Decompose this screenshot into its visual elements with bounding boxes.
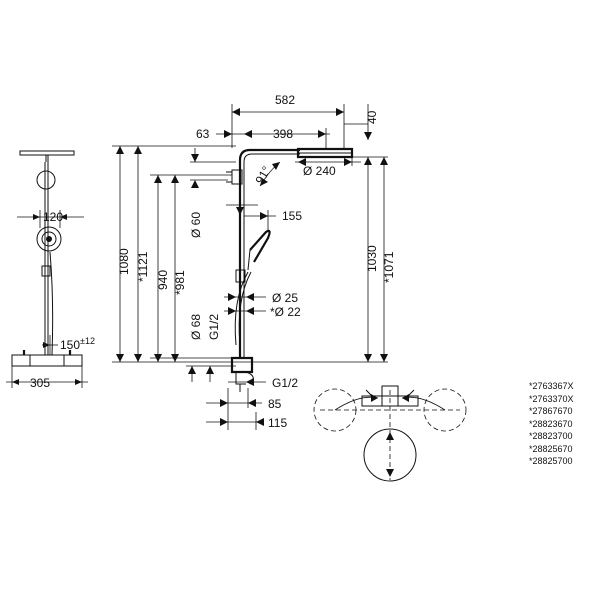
side-riser-pipe [238, 148, 300, 358]
dim-projection: 150 [60, 338, 80, 352]
dim-height-1030: 1030 [365, 245, 379, 272]
dim-pipe-diameter: Ø 60 [189, 212, 203, 238]
article-number: *2763370X [529, 393, 574, 404]
dim-hose-22: *Ø 22 [270, 305, 301, 319]
side-hand-shower [249, 229, 271, 263]
article-number: *28825700 [529, 456, 573, 466]
side-view: 1080 *1121 940 *981 582 398 63 [112, 93, 396, 430]
dim-height-1071: *1071 [382, 251, 396, 283]
front-thermostat [11, 354, 83, 367]
dim-head-diameter: Ø 240 [303, 164, 336, 178]
side-wall-bracket [231, 169, 243, 185]
dim-handshower-reach: 155 [282, 209, 302, 223]
dim-height-1121: *1121 [136, 251, 150, 282]
plan-view [313, 385, 467, 482]
dim-overall-reach: 582 [275, 93, 295, 107]
dim-bottom-85: 85 [268, 397, 282, 411]
front-hand-shower [36, 226, 62, 252]
front-wall-bracket [36, 170, 56, 190]
dim-height-981: *981 [173, 270, 187, 295]
side-thermostat [230, 356, 254, 374]
dim-thread-upper: G1/2 [207, 314, 221, 340]
dim-head-thickness: 40 [365, 110, 379, 124]
article-number: *28823670 [529, 418, 573, 429]
article-number: *28825670 [529, 443, 573, 454]
dim-offset: 63 [196, 127, 210, 141]
dim-bottom-115: 115 [268, 416, 287, 430]
front-overhead-plate [19, 150, 75, 156]
dim-height-940: 940 [156, 270, 170, 290]
dim-angle: 91° [252, 164, 273, 187]
dim-thermostat-diameter: Ø 68 [189, 314, 203, 340]
dim-handshower-width: 120 [43, 210, 63, 224]
plan-overhead-circle [363, 428, 417, 482]
dim-thread-lower: G1/2 [272, 376, 298, 390]
front-view: 120 150 ±12 305 [6, 150, 95, 390]
dim-projection-tolerance: ±12 [80, 336, 95, 346]
article-number: *2763367X [529, 381, 574, 391]
dim-arm-length: 398 [273, 127, 293, 141]
dim-total-width: 305 [30, 376, 50, 390]
article-number: *27867670 [529, 406, 573, 416]
dim-height-1080: 1080 [117, 248, 131, 275]
article-number-list: *2763367X *2763370X *27867670 *28823670 … [529, 380, 574, 468]
dim-hose-25: Ø 25 [272, 291, 298, 305]
article-number: *28823700 [529, 431, 573, 441]
